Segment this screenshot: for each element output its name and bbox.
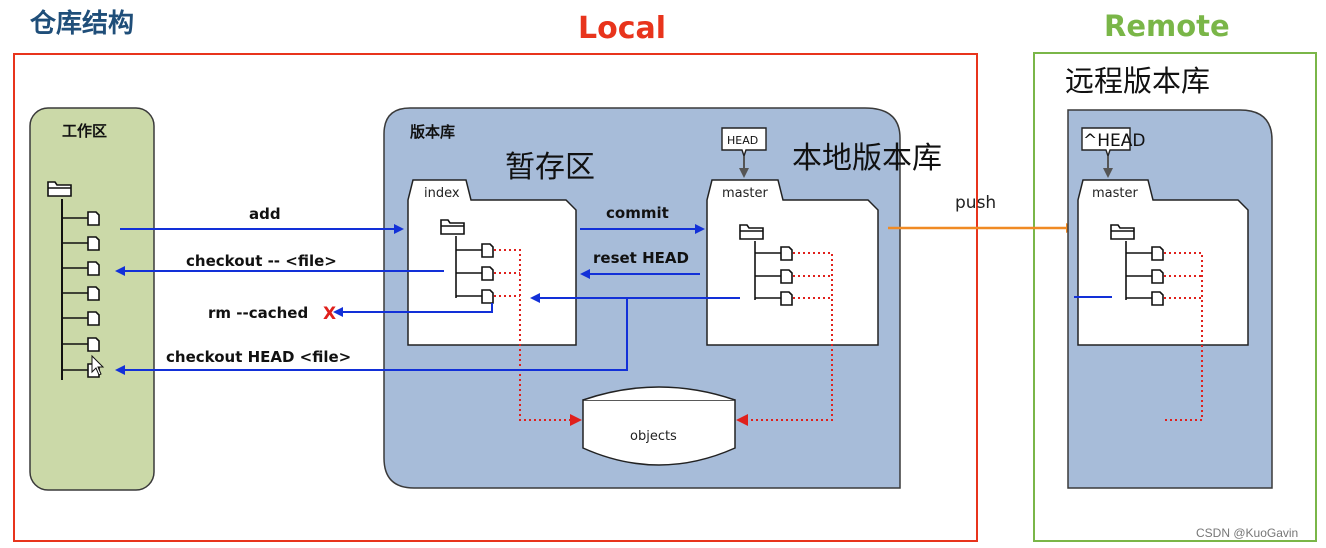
folder-icon <box>47 181 72 197</box>
rm-cached-label: rm --cached <box>208 304 308 322</box>
master-tab-label: master <box>722 186 768 201</box>
remote-frame <box>1033 52 1317 542</box>
remote-head-tag-label: ^HEAD <box>1083 131 1146 151</box>
checkout-head-label: checkout HEAD <file> <box>166 348 351 366</box>
checkout-head-arrow <box>115 298 628 375</box>
file-icon <box>87 286 100 301</box>
head-tag <box>721 127 767 159</box>
folder-icon <box>440 219 465 235</box>
folder-icon <box>1110 224 1135 240</box>
file-icon <box>481 289 494 304</box>
file-icon <box>780 291 793 306</box>
folder-icon <box>739 224 764 240</box>
objects-label: objects <box>630 429 677 444</box>
page-title: 仓库结构 <box>29 8 134 39</box>
file-icon <box>1151 269 1164 284</box>
local-repo-label: 本地版本库 <box>792 141 942 176</box>
checkout-file-label: checkout -- <file> <box>186 252 337 270</box>
index-file-tree <box>440 219 494 304</box>
repository-label: 版本库 <box>410 123 455 141</box>
file-icon <box>1151 246 1164 261</box>
master-file-tree <box>739 224 793 306</box>
stage-area-label: 暂存区 <box>505 150 595 185</box>
remote-head-tag <box>1081 127 1131 159</box>
remote-master-file-tree <box>1110 224 1164 306</box>
workspace-label: 工作区 <box>62 122 107 140</box>
master-folder <box>706 179 879 346</box>
file-icon <box>1151 291 1164 306</box>
file-icon <box>87 311 100 326</box>
index-folder <box>407 179 577 346</box>
file-icon <box>87 337 100 352</box>
file-icon <box>87 261 100 276</box>
workspace-file-tree <box>47 181 105 380</box>
file-icon <box>481 243 494 258</box>
remote-master-tab-label: master <box>1092 186 1138 201</box>
push-label: push <box>955 193 996 213</box>
local-title: Local <box>578 11 666 46</box>
local-frame <box>13 53 978 542</box>
index-tab-label: index <box>424 186 460 201</box>
rm-cached-arrow <box>333 303 493 317</box>
remote-repo-label: 远程版本库 <box>1065 64 1210 98</box>
add-label: add <box>249 205 281 223</box>
file-icon <box>780 269 793 284</box>
file-icon <box>87 236 100 251</box>
file-icon <box>87 211 100 226</box>
reset-head-label: reset HEAD <box>593 249 689 267</box>
remote-objects-link <box>1164 252 1203 421</box>
head-tag-label: HEAD <box>727 134 758 147</box>
file-icon <box>780 246 793 261</box>
remote-master-folder <box>1077 179 1249 346</box>
objects-store <box>582 386 736 466</box>
cursor-icon <box>91 354 105 376</box>
index-to-objects-link <box>494 249 582 426</box>
remote-title: Remote <box>1104 9 1230 43</box>
rm-cached-x-marker: X <box>323 304 336 324</box>
watermark: CSDN @KuoGavin <box>1196 526 1298 540</box>
file-icon <box>481 266 494 281</box>
commit-label: commit <box>606 204 669 222</box>
